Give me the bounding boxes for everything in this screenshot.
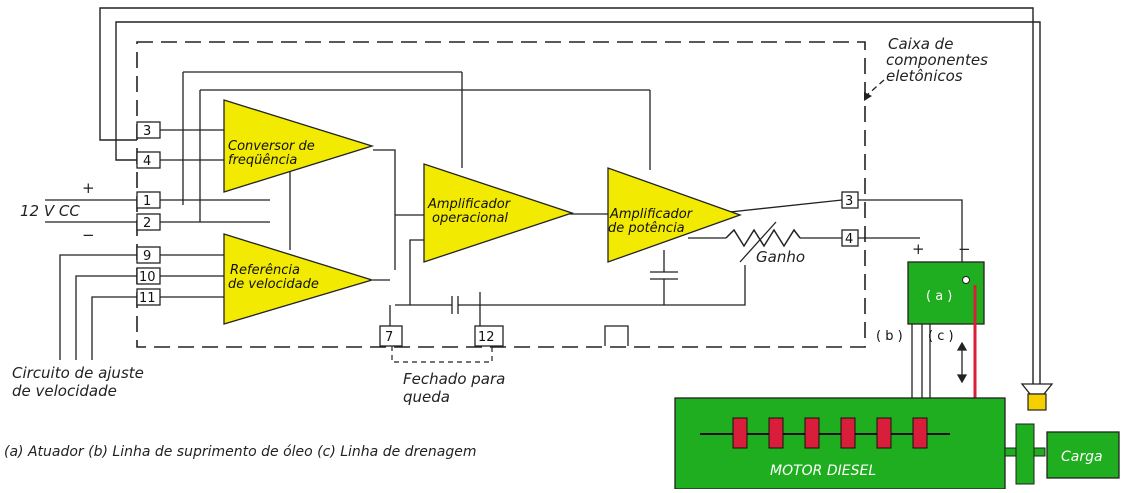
gain-resistor: [725, 228, 801, 248]
box-label-pointer: [865, 79, 885, 97]
operational-amplifier-triangle: [423, 163, 575, 263]
supply-minus: −: [82, 226, 95, 244]
right-terminal-4-box: [841, 229, 859, 247]
box-label-pointer-arrow: [864, 92, 872, 101]
actuator-box: [907, 261, 985, 325]
right-terminal-4: 4: [845, 232, 853, 247]
supply-plus: +: [82, 179, 95, 197]
bottom-terminal-12: 12: [478, 330, 495, 345]
bottom-terminal-7: 7: [385, 330, 393, 345]
speed-sensor: [1020, 383, 1054, 395]
left-terminal-1: 1: [143, 194, 151, 209]
electronics-box-label: Caixa de componentes eletônicos: [886, 35, 993, 85]
actuator-label: ( a ): [926, 289, 952, 304]
supply-wires: [45, 199, 137, 360]
left-terminal-strip: 3 4 1 2 9 10 11: [136, 121, 161, 306]
operational-amplifier-label: Amplificador operacional: [427, 197, 514, 226]
engine-cylinders: [732, 417, 928, 449]
actuator-plus: +: [912, 240, 925, 258]
power-amplifier-triangle: [607, 167, 742, 263]
right-terminal-3: 3: [845, 194, 853, 209]
frequency-converter-label: Conversor de freqüência: [228, 139, 319, 168]
actuator-minus: −: [958, 240, 971, 258]
left-terminal-9: 9: [143, 249, 151, 264]
load-label: Carga: [1061, 449, 1103, 465]
left-terminal-4: 4: [143, 154, 151, 169]
actuator-link: [962, 276, 970, 284]
speed-reference-label: Referência de velocidade: [228, 263, 319, 292]
line-b-label: ( b ): [876, 329, 903, 344]
legend-caption: (a) Atuador (b) Linha de suprimento de ó…: [4, 444, 477, 460]
electronics-box: [136, 41, 866, 348]
left-terminal-2: 2: [143, 216, 151, 231]
left-terminal-10: 10: [139, 270, 156, 285]
line-c-label: ( c ): [928, 329, 954, 344]
power-amplifier-label: Amplificador de potência: [608, 207, 696, 236]
left-terminal-3: 3: [143, 124, 151, 139]
sensor-wires: [99, 7, 1041, 385]
left-terminal-11: 11: [139, 291, 156, 306]
bottom-terminals: [379, 325, 629, 363]
engine-label: MOTOR DIESEL: [770, 463, 876, 479]
flywheel: [1015, 423, 1035, 485]
frequency-converter-triangle: [223, 99, 375, 193]
gain-arrow: [739, 221, 777, 263]
internal-wiring: [160, 71, 963, 326]
speed-reference-triangle: [223, 233, 375, 325]
speed-adjust-circuit-label: Circuito de ajuste de velocidade: [12, 364, 149, 400]
load-box: [1046, 431, 1120, 479]
speed-sensor-body: [1027, 393, 1047, 411]
closed-for-drop-label: Fechado para queda: [403, 370, 510, 406]
diesel-engine: [674, 397, 1006, 490]
right-terminal-3-box: [841, 191, 859, 209]
supply-voltage-label: 12 V CC: [20, 202, 80, 220]
gain-label: Ganho: [756, 248, 805, 266]
oil-lines: [911, 324, 968, 398]
